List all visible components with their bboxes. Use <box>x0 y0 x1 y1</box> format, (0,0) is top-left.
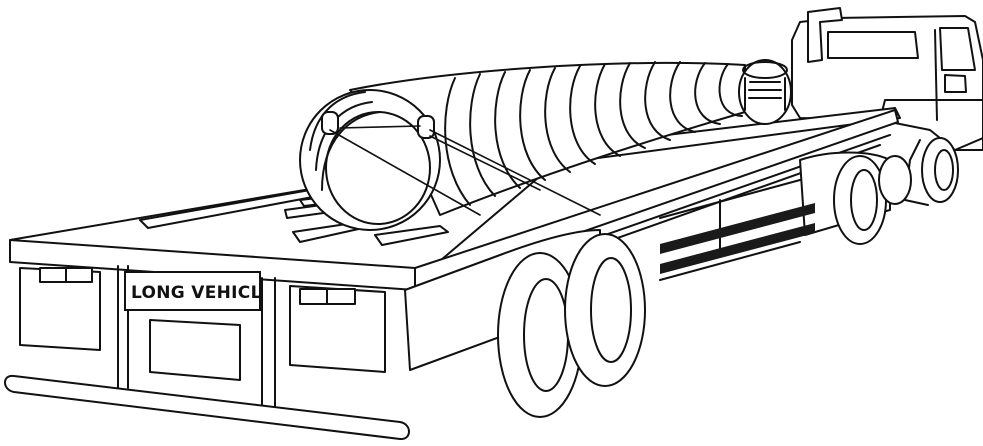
rear-number-plate: LONG VEHICL <box>124 271 262 311</box>
plate-text: LONG VEHICL <box>131 283 262 303</box>
rear-end <box>4 265 410 440</box>
load-straps <box>329 125 601 216</box>
side-guard <box>659 179 801 281</box>
mid-wheel-set <box>799 151 912 245</box>
rear-wheel-set <box>404 229 646 418</box>
side-marker-stripes <box>660 203 815 274</box>
pipe-load <box>299 59 792 231</box>
